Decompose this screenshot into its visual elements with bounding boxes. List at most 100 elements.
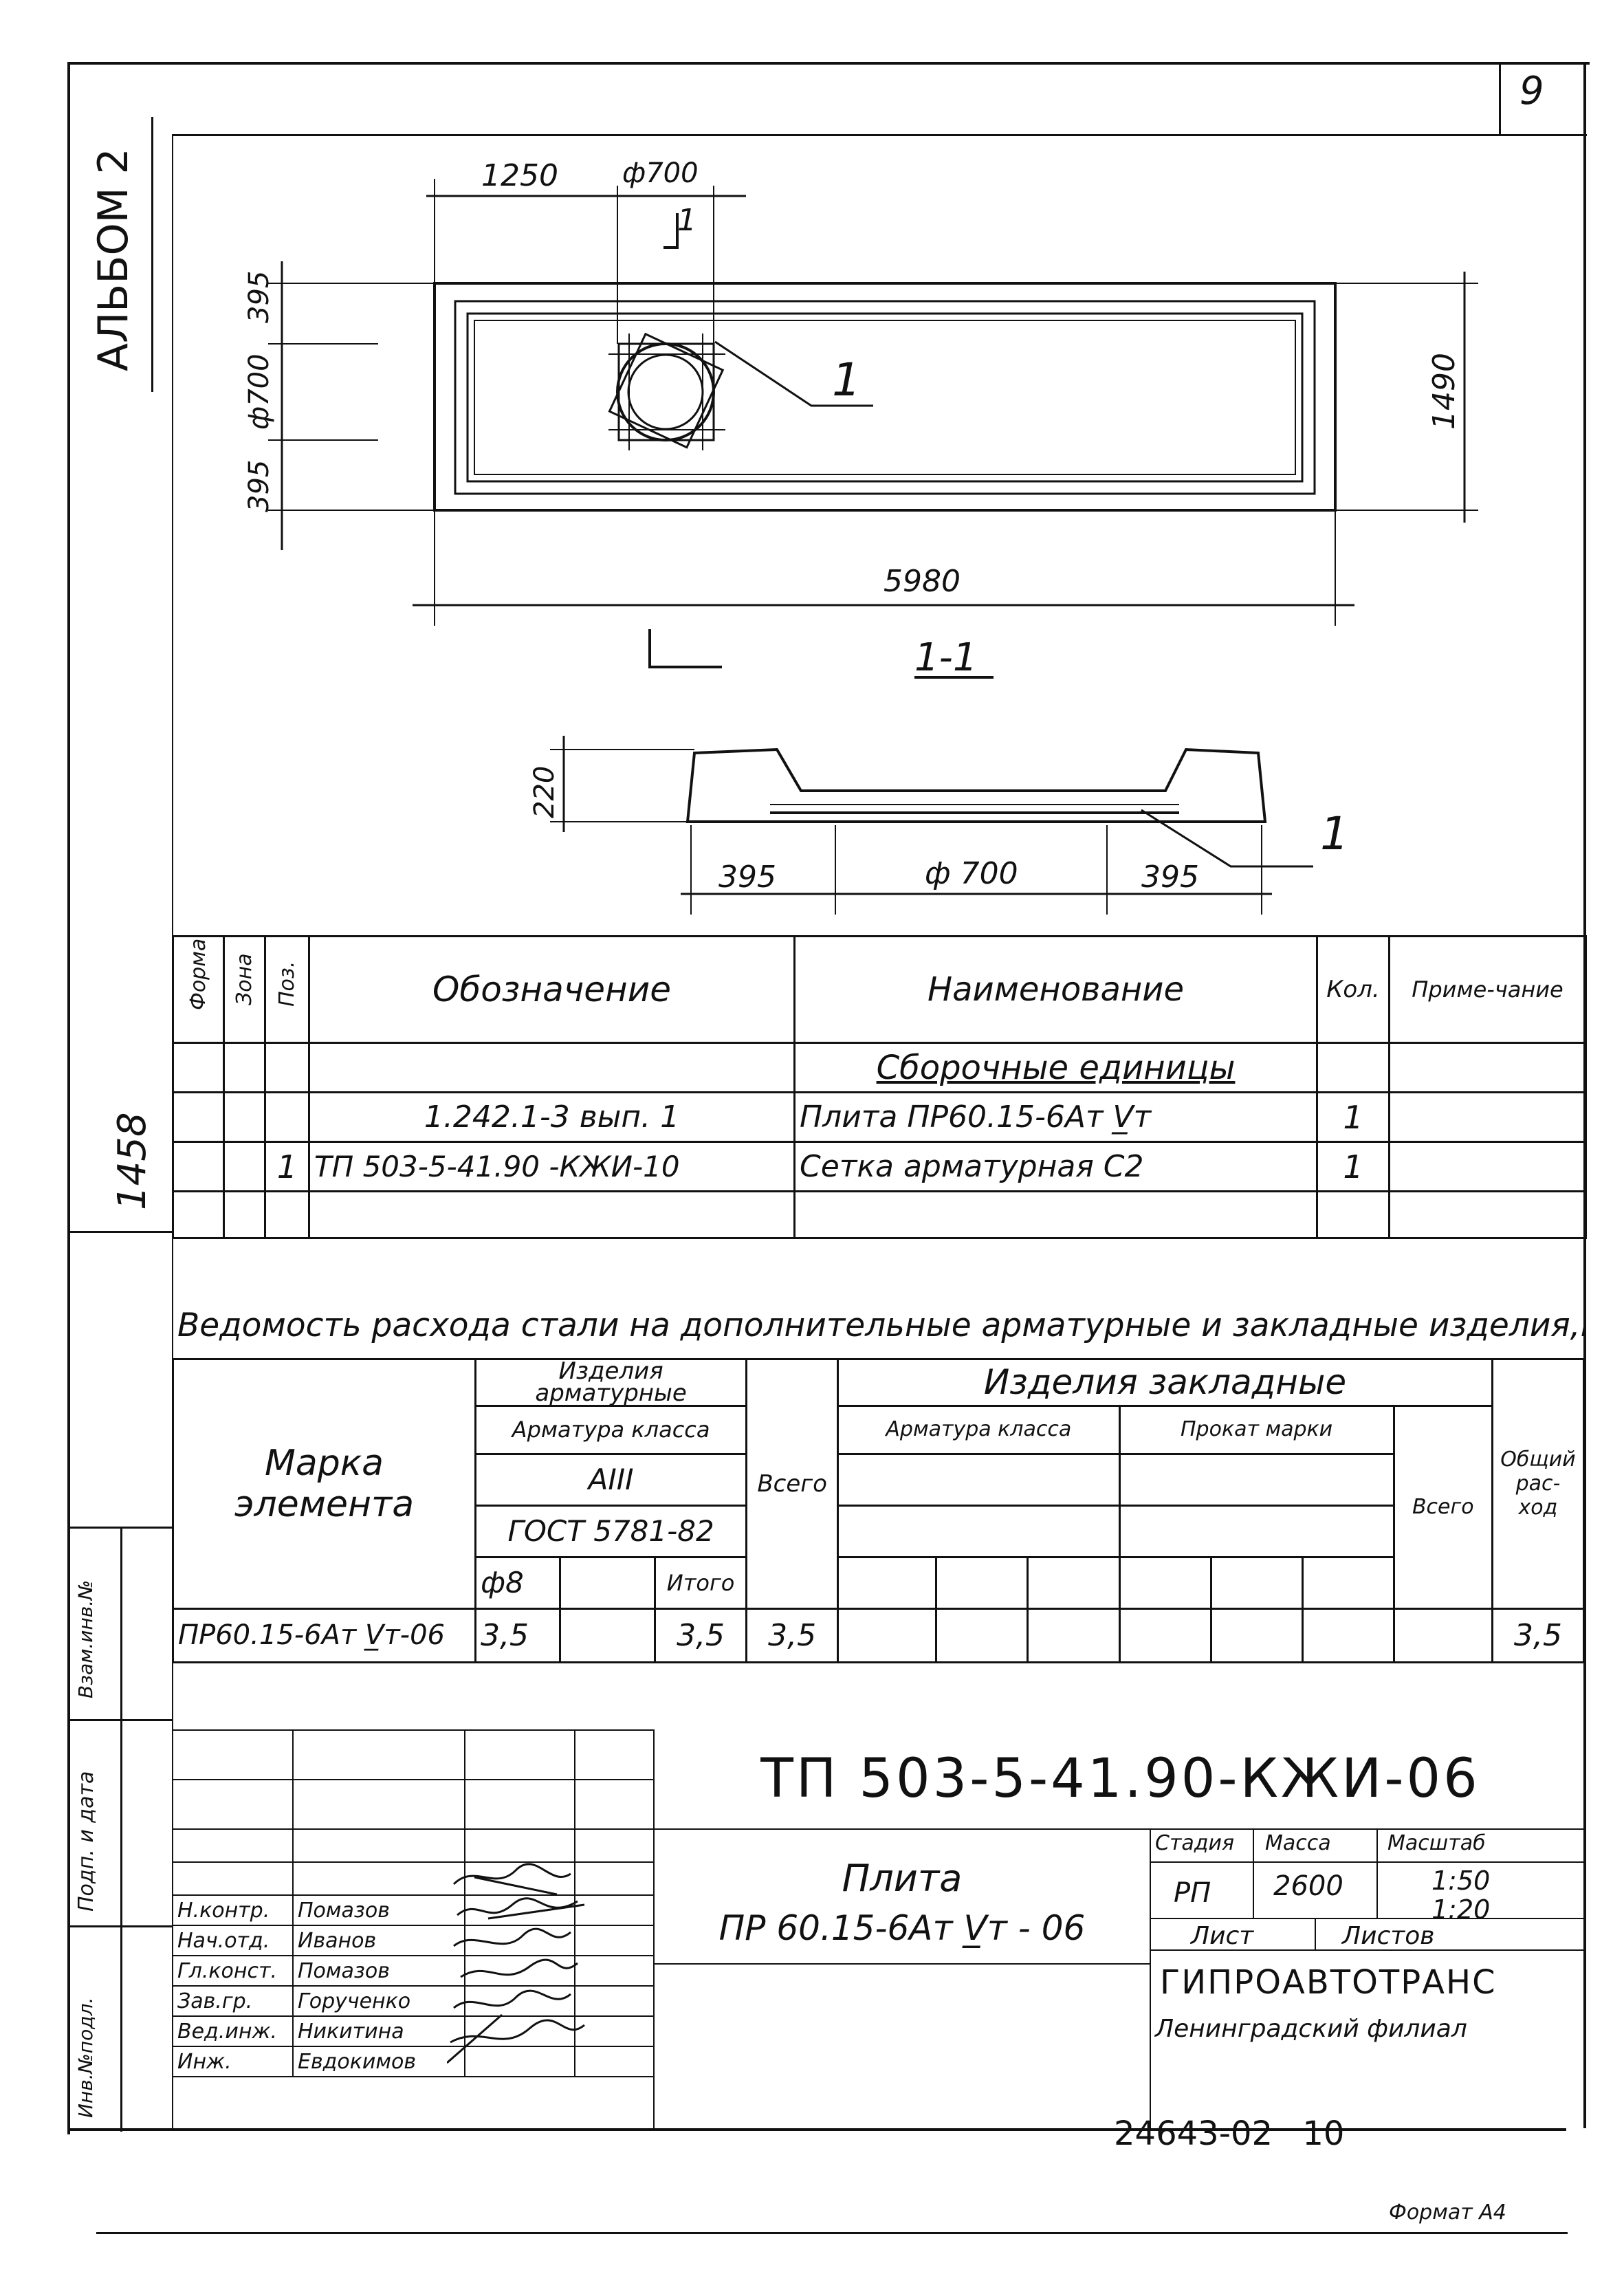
section-mark-top: 1 [677,203,696,238]
stamp-massa: Масса [1265,1831,1331,1855]
archive-number: 24643-02 10 [1114,2114,1344,2153]
stamp-split [1150,1828,1151,2128]
margin-cell2 [67,1719,172,1721]
stamp-scale2: 1:20 [1431,1894,1491,1925]
sig-name: Иванов [292,1925,465,1956]
sig-name: Помазов [292,1955,465,1987]
slab-outline [433,282,1337,512]
spec-section: Сборочные единицы [793,1042,1318,1093]
slab-rim [454,300,1316,495]
steel-row-itogo: 3,5 [654,1607,748,1663]
bottom-rule [96,2232,1568,2234]
margin-strip-right [120,1527,122,2132]
sheet-number-box [1499,62,1501,134]
hdr-zone: Зона [223,935,266,1044]
sig-role: Нач.отд. [172,1925,294,1956]
stamp-branch: Ленинградский филиал [1155,2015,1467,2043]
stamp-code: ТП 503-5-41.90-КЖИ-06 [655,1729,1586,1830]
stamp-listov: Листов [1342,1922,1435,1950]
section-dim-phi700: ф 700 [925,856,1018,891]
stamp-title-bottom [655,1963,1150,1965]
stamp-col2 [1376,1828,1378,1918]
section-cut-mark [648,629,722,668]
album-underline [151,117,153,392]
section-callout-leader [1141,809,1313,868]
steel-phi8: ф8 [474,1555,561,1610]
stamp-row-line [1150,1918,1586,1919]
inv-podl-label: Инв.№подл. [74,1997,97,2118]
spec-row-pos [264,1091,310,1143]
slab-recess-inner [474,320,1296,475]
margin-divider [67,1231,172,1233]
section-dim-395-left: 395 [718,860,776,895]
dim-phi700-top: ф700 [622,157,699,189]
steel-gost: ГОСТ 5781-82 [474,1504,748,1558]
sig-name: Помазов [292,1894,465,1926]
opening-circle-inner [627,353,704,430]
steel-izd-zakl: Изделия закладные [837,1358,1493,1407]
stamp-col3 [1315,1918,1316,1949]
sheet-number: 9 [1519,69,1544,113]
frame-bottom [67,2128,1566,2131]
stamp-stadiya: Стадия [1155,1831,1235,1855]
handwritten-signatures [447,1863,585,2064]
section-cut-mark [663,213,679,249]
stamp-massa-val: 2600 [1273,1870,1343,1902]
dim-395-top: 395 [243,271,275,323]
margin-cell3 [67,1925,172,1927]
sig-name: Горученко [292,1985,465,2017]
dim-1490: 1490 [1427,353,1462,430]
stamp-org: ГИПРОАВТОТРАНС [1160,1963,1497,2002]
stamp-list: Лист [1191,1922,1254,1950]
steel-izd-arm: Изделия арматурные [474,1358,748,1406]
dim-395-bottom: 395 [243,460,275,512]
steel-row-phi8: 3,5 [474,1607,561,1663]
stamp-title2: ПР 60.15-6Ат V̲т - 06 [718,1908,1086,1948]
steel-arm-class: Арматура класса [474,1404,748,1455]
steel-vsego: Всего [745,1358,840,1610]
stamp-scale1: 1:50 [1431,1866,1491,1896]
spec-row-oboz: 1.242.1-3 вып. 1 [308,1091,795,1143]
callout-leader [714,340,873,407]
podpis-label: Подп. и дата [74,1771,98,1912]
specification-table: Формат Зона Поз. Обозначение Наименовани… [172,935,1587,1239]
steel-prokat: Прокат марки [1118,1404,1395,1455]
stamp-stadiya-val: РП [1174,1877,1211,1909]
sig-role: Вед.инж. [172,2015,294,2047]
dim-1250: 1250 [481,158,558,193]
steel-zakl-arm: Арматура класса [837,1404,1121,1455]
stamp-hdr-line [1150,1861,1586,1863]
section-title: 1-1 [914,635,977,680]
section-profile [685,747,1267,823]
section-callout-1: 1 [1320,807,1349,860]
title-block-signatures: Н.контр. Помазов Нач.отд. Иванов Гл.конс… [172,1729,655,2077]
steel-marka: Марка элемента [171,1358,477,1610]
hdr-format: Формат [172,935,225,1044]
spec-row-kol: 1 [1316,1091,1390,1143]
hdr-prim: Приме-чание [1388,935,1587,1044]
spec-row-naim: Сетка арматурная С2 [793,1141,1318,1192]
steel-itogo: Итого [654,1555,748,1610]
plan-drawing: 1250 ф700 1 1 395 ф700 395 1490 5980 1-1… [243,157,1478,915]
spec-row-pos: 1 [264,1141,310,1192]
margin-cell1 [67,1527,172,1529]
inventory-code: 1458 [110,1112,155,1210]
stamp-masshtab: Масштаб [1387,1831,1486,1855]
vzam-label: Взам.инв.№ [74,1579,97,1698]
steel-row-marka: ПР60.15-6Ат V̲т-06 [171,1607,477,1663]
sig-role: Зав.гр. [172,1985,294,2017]
spec-row-oboz: ТП 503-5-41.90 -КЖИ-10 [308,1141,795,1192]
dim-5980: 5980 [884,564,961,599]
steel-row-vsego: 3,5 [745,1607,840,1663]
hdr-pos: Поз. [264,935,310,1044]
frame-top-inner [172,134,1587,136]
steel-table: Марка элемента Изделия арматурные Всего … [171,1358,1585,1663]
slab-recess [466,312,1304,483]
stamp-list-line [1150,1949,1586,1951]
hdr-kol: Кол. [1316,935,1390,1044]
dim-phi700-left: ф700 [243,353,275,430]
sig-name: Никитина [292,2015,465,2047]
dim-220: 220 [529,766,560,818]
section-dim-395-right: 395 [1141,860,1199,895]
sig-role: Инж. [172,2046,294,2077]
